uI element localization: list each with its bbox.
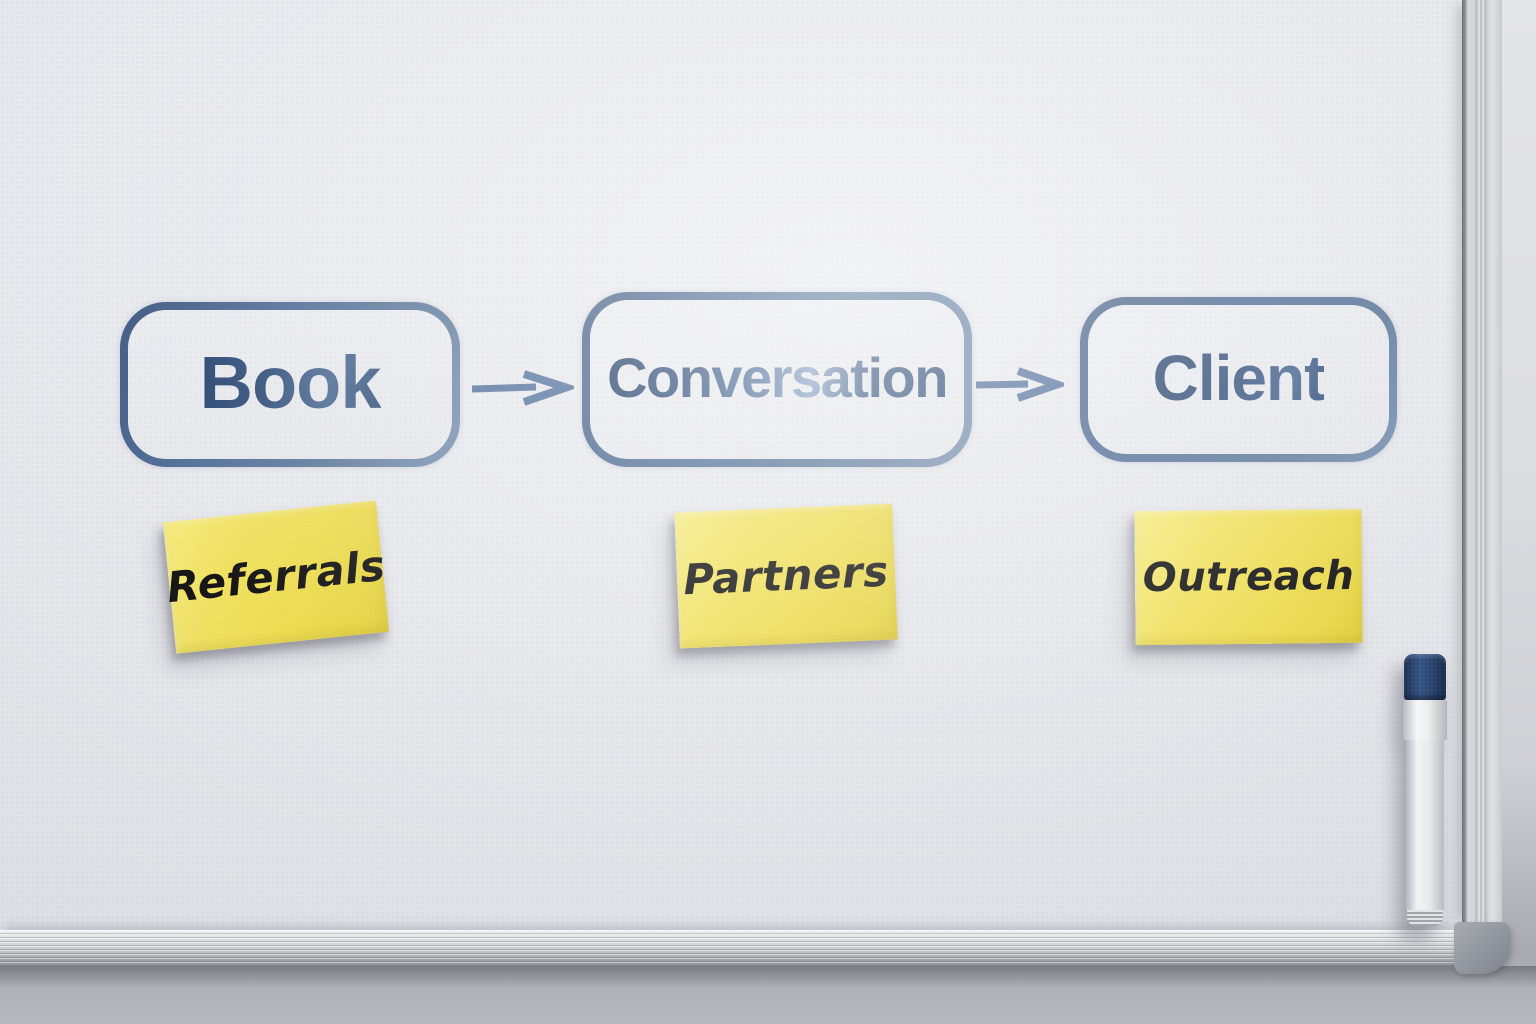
- frame-bottom-shadow: [0, 966, 1536, 988]
- marker-cap: [1404, 654, 1446, 700]
- arrow-conversation-to-client-icon: [972, 364, 1064, 404]
- flow-node-client-face: Client: [1088, 305, 1389, 454]
- sticky-note-partners: Partners: [674, 503, 898, 649]
- flow-node-client-label: Client: [1152, 341, 1326, 414]
- frame-corner-cap: [1454, 922, 1510, 974]
- marker-collar: [1403, 700, 1447, 740]
- arrow-book-to-conversation-icon: [468, 368, 574, 408]
- whiteboard-surface: Book Conversation Client: [0, 0, 1464, 930]
- frame-rail-bottom: [0, 930, 1458, 966]
- flow-node-client: Client: [1080, 297, 1397, 462]
- flow-node-book: Book: [120, 302, 460, 467]
- marker-body: [1406, 740, 1444, 910]
- sticky-note-referrals: Referrals: [162, 500, 390, 654]
- sticky-note-referrals-label: Referrals: [164, 540, 388, 613]
- flow-node-conversation-label: Conversation: [607, 345, 948, 409]
- flow-node-book-face: Book: [128, 310, 452, 459]
- flow-node-conversation-face: Conversation: [590, 300, 964, 459]
- marker-end-cap: [1407, 910, 1443, 926]
- flow-node-conversation: Conversation: [582, 292, 972, 467]
- flow-node-book-label: Book: [199, 340, 382, 424]
- sticky-note-outreach-label: Outreach: [1142, 552, 1355, 602]
- frame-rail-right: [1462, 0, 1502, 924]
- whiteboard-marker: [1403, 654, 1447, 926]
- sticky-note-partners-label: Partners: [682, 546, 890, 605]
- sticky-note-outreach: Outreach: [1134, 508, 1363, 646]
